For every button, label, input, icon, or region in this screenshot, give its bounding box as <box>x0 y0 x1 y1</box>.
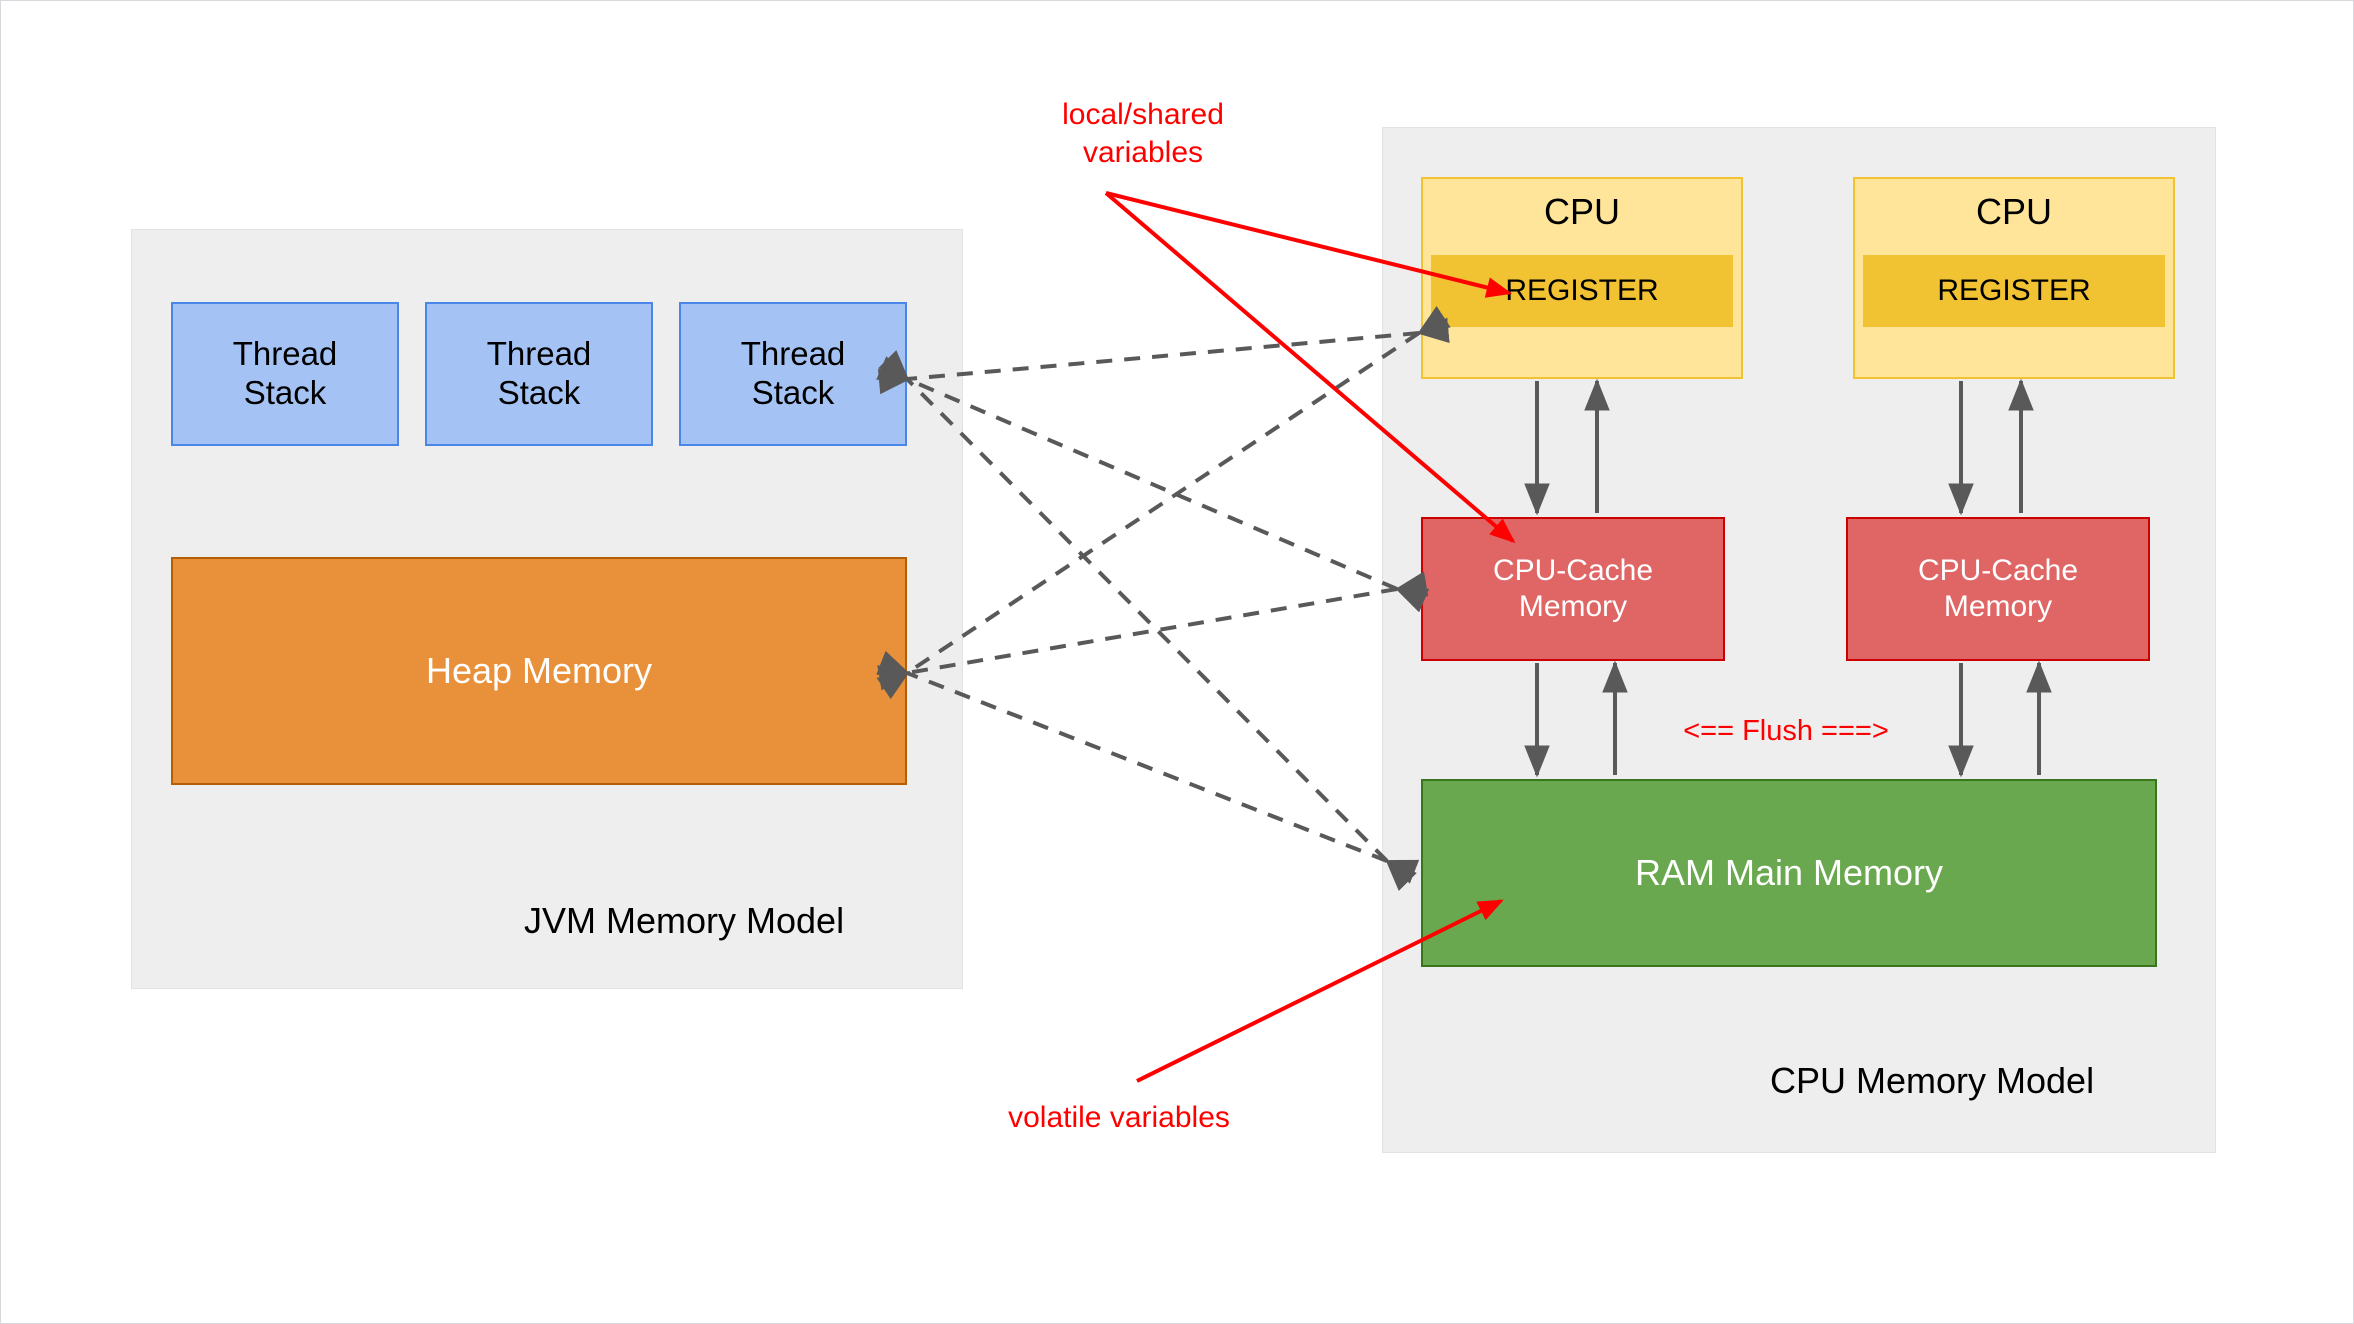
cpu-cache-memory-box-2[interactable]: CPU-Cache Memory <box>1846 517 2150 661</box>
edge-heap-to-ram <box>876 650 1420 884</box>
thread-stack-box-3[interactable]: Thread Stack <box>679 302 907 446</box>
cpu-box-1[interactable]: CPU REGISTER <box>1421 177 1743 379</box>
register-box-2[interactable]: REGISTER <box>1863 255 2165 327</box>
edge-threadstack-to-register <box>877 317 1450 395</box>
local-shared-variables-annotation: local/shared variables <box>1062 98 1224 169</box>
flush-annotation: <== Flush ===> <box>1683 715 1889 747</box>
thread-stack-box-1[interactable]: Thread Stack <box>171 302 399 446</box>
thread-stack-box-2[interactable]: Thread Stack <box>425 302 653 446</box>
thread-stack-label-2: Thread Stack <box>486 335 592 411</box>
cpu-cache-memory-box-1[interactable]: CPU-Cache Memory <box>1421 517 1725 661</box>
edge-heap-to-register <box>876 305 1451 700</box>
jvm-memory-model-caption: JVM Memory Model <box>524 900 845 941</box>
register-label-1: REGISTER <box>1505 274 1659 307</box>
register-box-1[interactable]: REGISTER <box>1431 255 1733 327</box>
volatile-variables-annotation: volatile variables <box>1008 1101 1230 1134</box>
edge-threadstack-to-ram <box>878 350 1417 892</box>
cpu-cache-label-2: CPU-Cache Memory <box>1917 554 2079 623</box>
heap-memory-box[interactable]: Heap Memory <box>171 557 907 785</box>
thread-stack-label-3: Thread Stack <box>740 335 846 411</box>
dashed-edge-group <box>876 305 1451 892</box>
register-label-2: REGISTER <box>1937 274 2091 307</box>
heap-memory-label: Heap Memory <box>425 649 653 691</box>
edge-heap-to-cache <box>877 571 1429 691</box>
cpu-memory-model-caption: CPU Memory Model <box>1770 1060 2095 1101</box>
ram-main-memory-box[interactable]: RAM Main Memory <box>1421 779 2157 967</box>
cpu-cache-label-1: CPU-Cache Memory <box>1492 554 1654 623</box>
thread-stack-label-1: Thread Stack <box>232 335 338 411</box>
cpu-title-2: CPU <box>1975 191 2052 232</box>
cpu-box-2[interactable]: CPU REGISTER <box>1853 177 2175 379</box>
cpu-title-1: CPU <box>1543 191 1620 232</box>
edge-threadstack-to-cache <box>876 356 1430 613</box>
ram-main-memory-label: RAM Main Memory <box>1634 852 1944 893</box>
